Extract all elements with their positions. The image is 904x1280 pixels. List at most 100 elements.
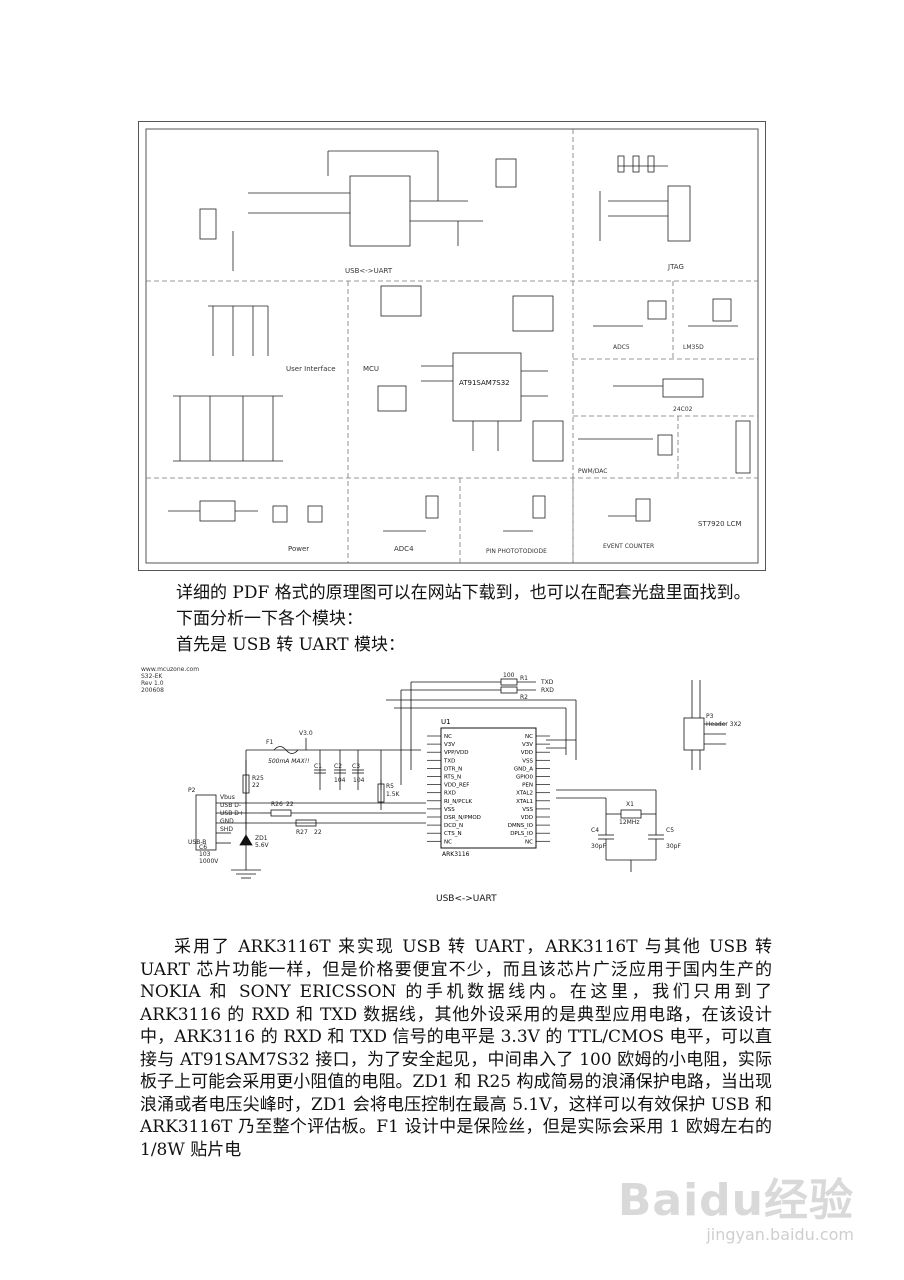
chip-pin-label-left: NC (444, 839, 452, 845)
text-line-usb-uart-intro: 首先是 USB 转 UART 模块： (176, 635, 406, 655)
p2-name: USB-B (188, 839, 206, 846)
p2-pin-1: Vbus (220, 794, 235, 801)
c5-val: 30pF (666, 843, 681, 850)
label-mcu: MCU (363, 365, 379, 373)
r1-label: R1 (520, 675, 528, 682)
label-lm35d: LM35D (683, 344, 704, 351)
chip-pin-label-left: DCD_N (444, 823, 463, 829)
baidu-watermark: Baidu经验 jingyan.baidu.com (617, 1175, 854, 1245)
chip-pin-label-right: GPIO0 (516, 775, 534, 781)
label-lcm: ST7920 LCM (698, 520, 742, 528)
net-txd: TXD (540, 679, 554, 686)
p2-pin-4: GND (220, 818, 234, 825)
label-power: Power (288, 545, 309, 553)
chip-pin-label-left: DSR_N/PMOD (444, 815, 481, 821)
label-adc5: ADC5 (613, 344, 630, 351)
fuse-label: 500mA MAX!! (268, 758, 310, 765)
chip-pin-label-left: RTS_N (444, 775, 461, 781)
paragraph-text: 采用了 ARK3116T 来实现 USB 转 UART，ARK3116T 与其他… (140, 937, 772, 1160)
r26-label: R26 (271, 801, 283, 808)
chip-pin-label-right: GND_A (514, 766, 533, 772)
body-paragraph: 采用了 ARK3116T 来实现 USB 转 UART，ARK3116T 与其他… (140, 936, 772, 1161)
watermark-url: jingyan.baidu.com (706, 1225, 854, 1244)
net-v3v: V3.0 (299, 730, 313, 737)
chip-pin-label-right: VSS (522, 758, 533, 764)
header-line-3: Rev 1.0 (141, 680, 164, 687)
chip-pin-label-right: XTAL2 (516, 791, 533, 797)
r25-label: R25 (252, 775, 264, 782)
label-event-counter: EVENT COUNTER (603, 543, 654, 550)
x1-val: 12MHz (619, 819, 639, 826)
chip-pin-label-left: TXD (443, 758, 455, 764)
zd1-label: ZD1 (255, 835, 268, 842)
p2-pin-2: USB D- (220, 802, 241, 809)
c4-label: C4 (591, 827, 599, 834)
chip-pin-label-right: DMNS_IO (508, 823, 534, 829)
chip-pin-label-left: RI_N/PCLK (444, 799, 472, 805)
chip-pin-label-right: DPLS_IO (510, 831, 533, 837)
chip-pin-label-left: V3V (444, 742, 455, 748)
label-chip: AT91SAM7S32 (459, 379, 510, 387)
chip-pin-label-right: PEN (522, 783, 533, 789)
c6-label: C6 (199, 844, 207, 851)
r26-val: 22 (286, 801, 294, 808)
c3-val: 104 (353, 777, 365, 784)
chip-pin-label-left: NC (444, 734, 452, 740)
fuse-ref: F1 (266, 739, 273, 746)
baidu-logo: Baidu经验 (617, 1175, 854, 1226)
chip-pin-label-left: VPP/VDD (444, 750, 468, 756)
text-line-analysis: 下面分析一下各个模块： (176, 609, 363, 629)
c2-val: 104 (334, 777, 346, 784)
label-usb-uart: USB<->UART (345, 267, 393, 275)
r25-val: 22 (252, 782, 260, 789)
c6-val: 103 (199, 851, 211, 858)
chip-pin-label-left: VSS (444, 807, 455, 813)
figure2-caption: USB<->UART (436, 894, 497, 904)
ark3116-chip (440, 727, 537, 849)
zd1-val: 5.6V (255, 842, 270, 849)
chip-pin-label-left: DTR_N (444, 766, 462, 772)
r27-val: 22 (314, 829, 322, 836)
chip-pin-label-left: CTS_N (444, 831, 462, 837)
p2-label: P2 (188, 787, 196, 794)
chip-pin-label-right: XTAL1 (516, 799, 533, 805)
text-line-pdf: 详细的 PDF 格式的原理图可以在网站下载到，也可以在配套光盘里面找到。 (176, 583, 751, 603)
header-line-1: www.mcuzone.com (141, 666, 199, 673)
c6-voltage: 1000V (199, 858, 219, 865)
header-line-4: 200608 (141, 687, 164, 694)
x1-label: X1 (626, 801, 634, 808)
chip-ref: U1 (441, 718, 451, 726)
label-user-interface: User Interface (286, 365, 336, 373)
schematic-overview-figure: USB<->UART JTAG User Interface MCU AT91S… (138, 121, 766, 571)
c1-label: C1 (314, 763, 322, 770)
net-rxd: RXD (541, 687, 554, 694)
r27-label: R27 (296, 829, 308, 836)
p3-label: P3 (706, 713, 714, 720)
r1-val: 100 (503, 672, 515, 679)
r2-label: R2 (520, 694, 528, 701)
p2-pin-3: USB D+ (220, 810, 244, 817)
chip-pin-label-right: VDD (521, 815, 533, 821)
r5-label: R5 (386, 783, 394, 790)
chip-pin-label-right: VSS (522, 807, 533, 813)
chip-pin-label-left: RXD (444, 791, 456, 797)
c2-label: C2 (334, 763, 342, 770)
c4-val: 30pF (591, 843, 606, 850)
r5-val: 1.5K (386, 791, 401, 798)
header-line-2: S32-EK (141, 673, 163, 680)
chip-pin-label-right: NC (525, 734, 533, 740)
label-pwm-dac: PWM/DAC (578, 468, 607, 475)
p3-name: Header 3X2 (706, 721, 742, 728)
usb-uart-schematic-figure: www.mcuzone.com S32-EK Rev 1.0 200608 U1… (136, 660, 768, 908)
c5-label: C5 (666, 827, 674, 834)
schematic-overview-svg: USB<->UART JTAG User Interface MCU AT91S… (138, 121, 766, 571)
label-adc4: ADC4 (394, 545, 414, 553)
p2-pin-5: SHD (220, 826, 233, 833)
label-jtag: JTAG (667, 263, 684, 271)
c3-label: C3 (352, 763, 360, 770)
chip-pin-label-right: NC (525, 839, 533, 845)
chip-pin-label-left: VDD_REF (444, 783, 469, 789)
label-photodiode: PIN PHOTOTODIODE (486, 548, 547, 555)
usb-uart-schematic-svg: www.mcuzone.com S32-EK Rev 1.0 200608 U1… (136, 660, 768, 908)
chip-name: ARK3116 (442, 851, 470, 858)
